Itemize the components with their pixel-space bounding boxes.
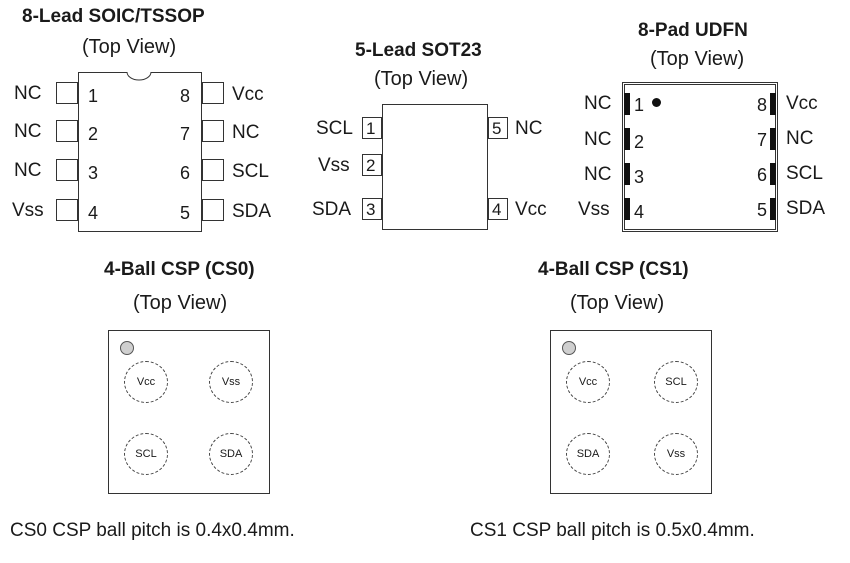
- udfn-pin-4-label: Vss: [578, 199, 610, 220]
- soic-pin-4-label: Vss: [12, 200, 44, 221]
- sot23-pin-3-label: SDA: [312, 199, 352, 220]
- sot23-pin-4-number: 4: [492, 200, 502, 219]
- udfn-pad-5: [770, 198, 776, 220]
- soic-pin-5-number: 5: [180, 203, 191, 223]
- soic-pin-6-label: SCL: [232, 161, 269, 182]
- udfn-pin-5-label: SDA: [786, 198, 826, 219]
- sot23-pin-4-lead: [488, 198, 508, 220]
- csp0-ball-scl: SCL: [124, 433, 168, 475]
- sot23-pin-5-lead: [488, 117, 508, 139]
- csp0-pitch-note: CS0 CSP ball pitch is 0.4x0.4mm.: [10, 520, 295, 541]
- soic-pin-7-lead: [202, 120, 224, 142]
- csp1-ball-scl: SCL: [654, 361, 698, 403]
- sot23-pin-2-lead: [362, 154, 382, 176]
- csp1-ball-vss: Vss: [654, 433, 698, 475]
- udfn-pad-7: [770, 128, 776, 150]
- udfn-pin-1-number: 1: [634, 95, 645, 115]
- udfn-pad-4: [624, 198, 630, 220]
- sot23-pin-1-number: 1: [366, 119, 376, 138]
- soic-pin-1-label: NC: [14, 83, 42, 104]
- soic-pin-6-lead: [202, 159, 224, 181]
- udfn-pad-8: [770, 93, 776, 115]
- udfn-pin-3-label: NC: [584, 164, 612, 185]
- sot23-pin-5-label: NC: [515, 118, 543, 139]
- udfn-pin-2-label: NC: [584, 129, 612, 150]
- udfn-pin1-marker: [652, 98, 661, 107]
- soic-pin-8-lead: [202, 82, 224, 104]
- soic-subtitle: (Top View): [82, 36, 177, 58]
- sot23-pin-4-label: Vcc: [515, 199, 547, 220]
- soic-pin-2-lead: [56, 120, 78, 142]
- csp0-ball-sda-label: SDA: [219, 447, 243, 460]
- csp1-ball-sda: SDA: [566, 433, 610, 475]
- soic-pin-3-number: 3: [88, 163, 99, 183]
- soic-body: [78, 72, 202, 232]
- sot23-body: [382, 104, 488, 230]
- soic-pin-7-number: 7: [180, 124, 191, 144]
- csp1-subtitle: (Top View): [570, 292, 665, 314]
- csp1-ball-sda-label: SDA: [576, 447, 600, 460]
- soic-pin-5-label: SDA: [232, 201, 272, 222]
- soic-pin-2-label: NC: [14, 121, 42, 142]
- csp1-ball-scl-label: SCL: [665, 375, 687, 388]
- udfn-pin-1-label: NC: [584, 93, 612, 114]
- csp0-ball-vcc: Vcc: [124, 361, 168, 403]
- sot23-pin-1-label: SCL: [316, 118, 353, 139]
- csp0-ball-vss: Vss: [209, 361, 253, 403]
- soic-pin-6-number: 6: [180, 163, 191, 183]
- udfn-pad-2: [624, 128, 630, 150]
- udfn-pin-7-number: 7: [757, 130, 768, 150]
- soic-title: 8-Lead SOIC/TSSOP: [22, 6, 205, 27]
- csp0-subtitle: (Top View): [133, 292, 228, 314]
- csp0-ball-scl-label: SCL: [135, 447, 157, 460]
- soic-notch: [126, 71, 152, 81]
- csp1-ball-vss-label: Vss: [666, 447, 686, 460]
- sot23-pin-1-lead: [362, 117, 382, 139]
- sot23-pin-3-number: 3: [366, 200, 376, 219]
- soic-pin-3-label: NC: [14, 160, 42, 181]
- csp0-ball-vcc-label: Vcc: [136, 375, 156, 388]
- soic-pin-1-number: 1: [88, 86, 99, 106]
- udfn-pad-3: [624, 163, 630, 185]
- udfn-body: [622, 82, 778, 232]
- udfn-pin-5-number: 5: [757, 200, 768, 220]
- udfn-subtitle: (Top View): [650, 48, 745, 70]
- sot23-pin-3-lead: [362, 198, 382, 220]
- soic-pin-7-label: NC: [232, 122, 260, 143]
- sot23-pin-2-label: Vss: [318, 155, 350, 176]
- sot23-title: 5-Lead SOT23: [355, 40, 482, 61]
- soic-pin-2-number: 2: [88, 124, 99, 144]
- udfn-pin-6-number: 6: [757, 165, 768, 185]
- soic-pin-3-lead: [56, 159, 78, 181]
- udfn-pin-6-label: SCL: [786, 163, 823, 184]
- soic-pin-4-lead: [56, 199, 78, 221]
- udfn-title: 8-Pad UDFN: [638, 20, 748, 41]
- sot23-pin-2-number: 2: [366, 156, 376, 175]
- sot23-pin-5-number: 5: [492, 119, 502, 138]
- udfn-pin-8-label: Vcc: [786, 93, 818, 114]
- udfn-pin-2-number: 2: [634, 132, 645, 152]
- soic-pin-1-lead: [56, 82, 78, 104]
- csp1-title: 4-Ball CSP (CS1): [538, 259, 689, 280]
- csp1-pitch-note: CS1 CSP ball pitch is 0.5x0.4mm.: [470, 520, 755, 541]
- udfn-pad-6: [770, 163, 776, 185]
- soic-pin-4-number: 4: [88, 203, 99, 223]
- udfn-pin-8-number: 8: [757, 95, 768, 115]
- udfn-pin-7-label: NC: [786, 128, 814, 149]
- csp0-ball-sda: SDA: [209, 433, 253, 475]
- csp1-ball-vcc-label: Vcc: [578, 375, 598, 388]
- udfn-pin-4-number: 4: [634, 202, 645, 222]
- csp1-ball-vcc: Vcc: [566, 361, 610, 403]
- soic-pin-8-label: Vcc: [232, 84, 264, 105]
- soic-pin-5-lead: [202, 199, 224, 221]
- udfn-pad-1: [624, 93, 630, 115]
- csp0-pin1-marker: [120, 341, 134, 355]
- csp0-title: 4-Ball CSP (CS0): [104, 259, 255, 280]
- csp1-pin1-marker: [562, 341, 576, 355]
- udfn-pin-3-number: 3: [634, 167, 645, 187]
- csp0-ball-vss-label: Vss: [221, 375, 241, 388]
- sot23-subtitle: (Top View): [374, 68, 469, 90]
- soic-pin-8-number: 8: [180, 86, 191, 106]
